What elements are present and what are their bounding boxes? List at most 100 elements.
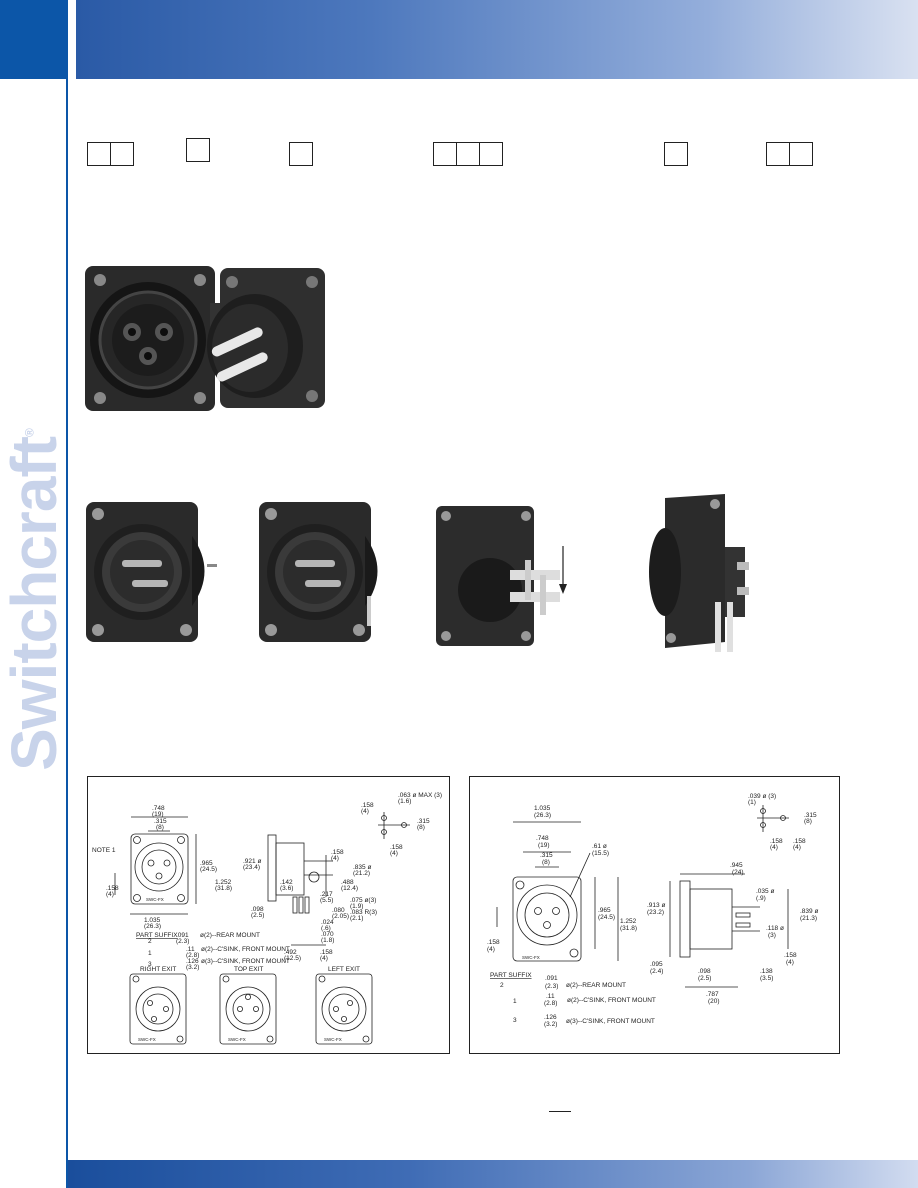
dim-098-mm: (2.5): [251, 912, 264, 919]
dim-142-mm: (3.6): [280, 885, 293, 892]
footer-bar: [68, 1160, 918, 1188]
r-dim-158b-mm: (4): [770, 844, 778, 851]
dim-158: .158: [106, 885, 119, 892]
r-dim-158: .158: [487, 939, 500, 946]
dim-921-mm: (23.4): [243, 864, 260, 871]
r-dim-913: .913 ø: [647, 902, 665, 909]
dim-1035: 1.035: [144, 917, 161, 924]
r-dim-158d: .158: [784, 952, 797, 959]
suffix-3-desc: ø(3)--C'SINK, FRONT MOUNT: [201, 958, 290, 965]
r-suffix-3-code: 3: [513, 1017, 517, 1024]
dim-835-mm: (21.2): [353, 870, 370, 877]
dim-080: .080: [332, 907, 345, 914]
dim-1252-mm: (31.8): [215, 885, 232, 892]
brand-logo: Switchcraft®: [0, 400, 70, 800]
exit-label-top: TOP EXIT: [234, 966, 263, 973]
dim-1252: 1.252: [215, 879, 232, 886]
dim-070-mm: (1.8): [321, 937, 334, 944]
suffix-3-code: 3: [148, 961, 152, 968]
page-number-rule: [549, 1111, 571, 1112]
exit-label-left: LEFT EXIT: [328, 966, 360, 973]
pc-mount-right-angle-photo: [436, 506, 567, 646]
r-dim-158c: .158: [793, 838, 806, 845]
suffix-2-dim: .091: [176, 932, 189, 939]
dim-315: .315: [154, 818, 167, 825]
dim-024: .024: [321, 919, 334, 926]
dim-158d: .158: [361, 802, 374, 809]
dim-083-mm: (2.1): [350, 915, 363, 922]
r-suffix-2-mm: (2.3): [545, 983, 558, 990]
label-plate-left-exit: SWC-FX: [324, 1037, 342, 1042]
r-dim-158-mm: (4): [487, 946, 495, 953]
dim-315b: .315: [417, 818, 430, 825]
dim-965-mm: (24.5): [200, 866, 217, 873]
suffix-1-desc: ø(2)--C'SINK, FRONT MOUNT: [201, 946, 290, 953]
r-dim-118: .118 ø: [766, 925, 784, 932]
r-dim-138-mm: (3.5): [760, 975, 773, 982]
r-dim-913-mm: (23.2): [647, 909, 664, 916]
connector-pair-photo: [85, 266, 325, 411]
brand-trademark: ®: [22, 429, 37, 437]
r-dim-787: .787: [706, 991, 719, 998]
dim-217-mm: (5.5): [320, 897, 333, 904]
r-dim-039-mm: (1): [748, 799, 756, 806]
dim-965: .965: [200, 860, 213, 867]
side-rule: [66, 0, 68, 1188]
r-dim-965-mm: (24.5): [598, 914, 615, 921]
dim-158b: .158: [331, 849, 344, 856]
dim-063-mm: (1.6): [398, 798, 411, 805]
part-number-group-4: [433, 142, 503, 166]
dim-075-mm: (1.9): [350, 903, 363, 910]
part-number-group-2: [186, 138, 210, 162]
part-number-group-1: [87, 142, 134, 166]
r-suffix-2-code: 2: [500, 982, 504, 989]
dim-158e-mm: (4): [390, 850, 398, 857]
suffix-2-code: 2: [148, 938, 152, 945]
dim-1035-mm: (26.3): [144, 923, 161, 930]
right-drawing-svg: 1.035 (26.3) .748 (19) .315 (8) .61 ø (1…: [487, 793, 818, 1028]
dim-835: .835 ø: [353, 864, 371, 871]
part-number-box: [87, 142, 111, 166]
dim-158-mm: (4): [106, 891, 114, 898]
r-suffix-1-dim: .11: [546, 993, 555, 1000]
part-suffix-title: PART SUFFIX: [136, 932, 178, 939]
r-dim-1035-mm: (26.3): [534, 812, 551, 819]
r-dim-315b-mm: (8): [804, 818, 812, 825]
r-dim-138: .138: [760, 968, 773, 975]
r-dim-315b: .315: [804, 812, 817, 819]
dimension-drawing-right: 1.035 (26.3) .748 (19) .315 (8) .61 ø (1…: [469, 776, 840, 1054]
r-dim-098: .098: [698, 968, 711, 975]
r-dim-1035: 1.035: [534, 805, 551, 812]
r-suffix-1-code: 1: [513, 998, 517, 1005]
r-dim-748: .748: [536, 835, 549, 842]
r-suffix-3-dim: .126: [544, 1014, 557, 1021]
dim-083: .083 R(3): [350, 909, 377, 916]
r-dim-945-mm: (24): [732, 869, 744, 876]
male-rear-mount-photo: [86, 502, 217, 642]
dim-492: .492: [284, 949, 297, 956]
r-dim-945: .945: [730, 862, 743, 869]
part-number-group-3: [289, 142, 313, 166]
header-corner-block: [0, 0, 66, 79]
dim-492-mm: (12.5): [284, 955, 301, 962]
r-dim-1252: 1.252: [620, 918, 637, 925]
part-number-box: [289, 142, 313, 166]
r-label-plate: SWC-FX: [522, 955, 540, 960]
r-suffix-1-mm: (2.8): [544, 1000, 557, 1007]
part-number-box: [789, 142, 813, 166]
r-dim-315-mm: (8): [542, 859, 550, 866]
header-bar: [76, 0, 918, 79]
part-number-box: [186, 138, 210, 162]
dim-217: .217: [320, 891, 333, 898]
suffix-1-code: 1: [148, 950, 152, 957]
suffix-1-mm: (2.8): [186, 952, 199, 959]
r-dim-158b: .158: [770, 838, 783, 845]
r-suffix-2-desc: ø(2)--REAR MOUNT: [566, 982, 626, 989]
dim-158b-mm: (4): [331, 855, 339, 862]
r-dim-1252-mm: (31.8): [620, 925, 637, 932]
r-dim-787-mm: (20): [708, 998, 720, 1005]
dim-315-mm: (8): [156, 824, 164, 831]
r-suffix-1-desc: ø(2)--C'SINK, FRONT MOUNT: [567, 997, 656, 1004]
r-dim-748-mm: (19): [538, 842, 550, 849]
r-dim-61: .61 ø: [592, 843, 607, 850]
